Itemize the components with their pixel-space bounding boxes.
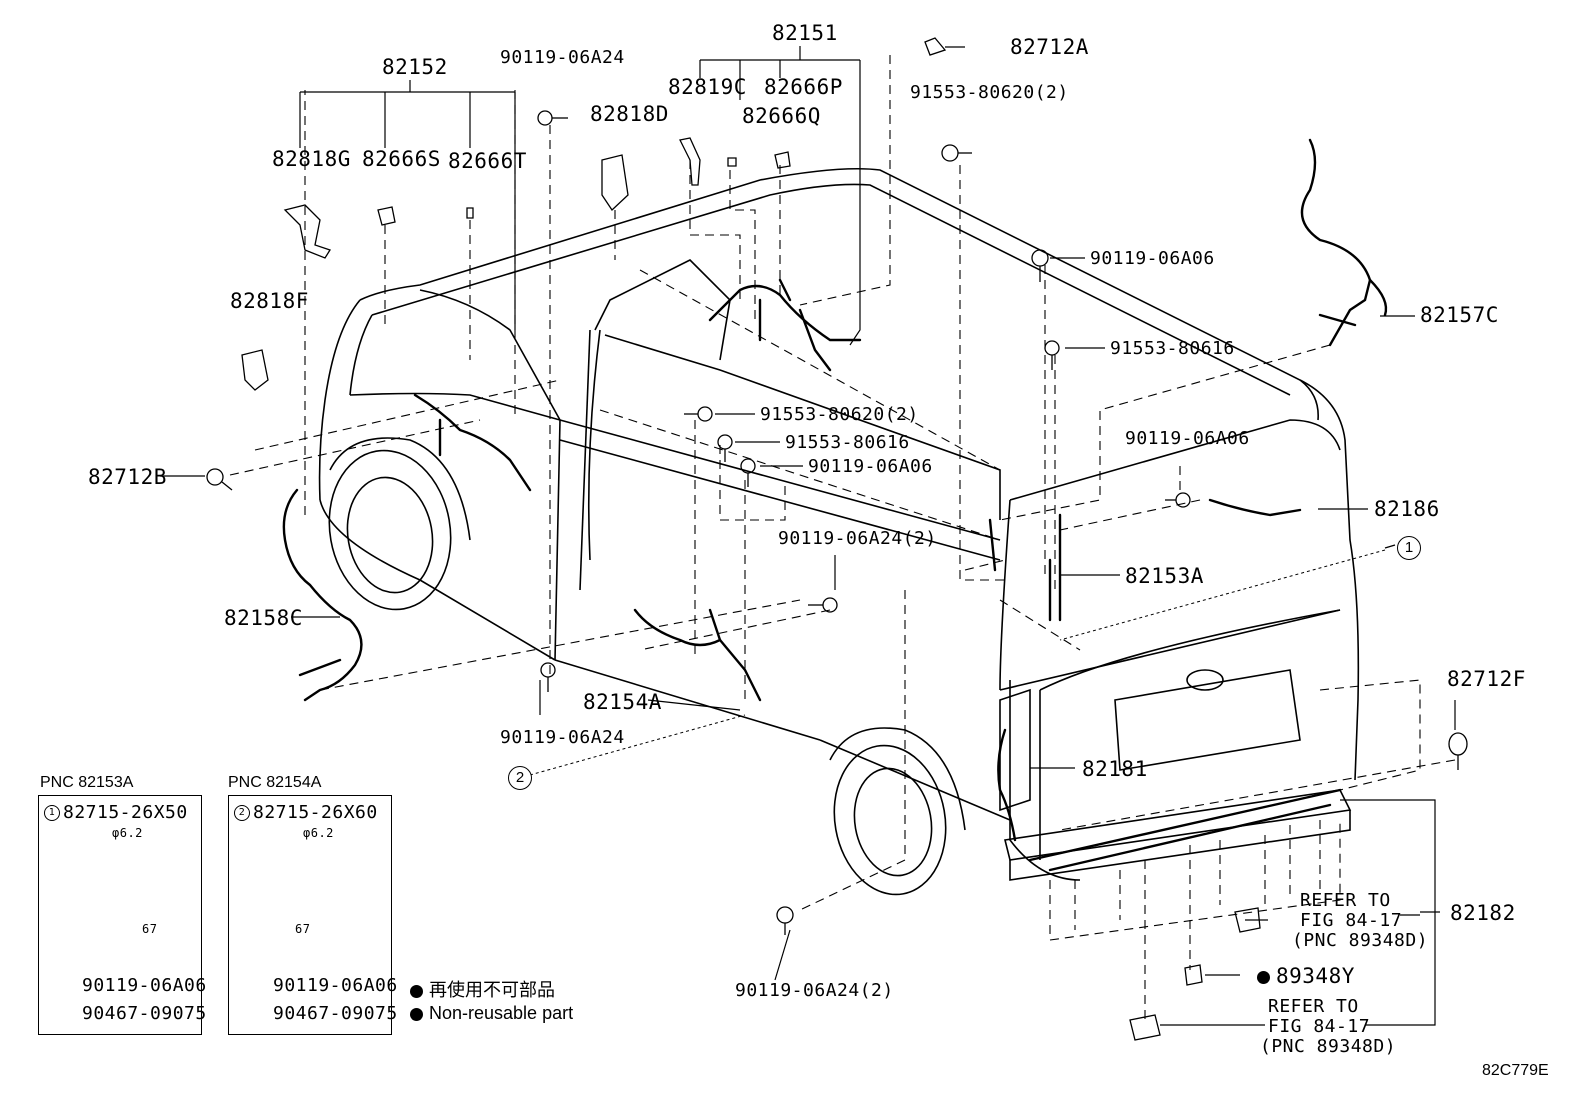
label-82666t: 82666T	[448, 149, 527, 173]
box1-bolt: 90119-06A06	[82, 975, 207, 996]
box1-dimension: 67	[142, 922, 158, 936]
refer-to-1: REFER TO	[1300, 890, 1391, 911]
label-90119-06a24-top: 90119-06A24	[500, 47, 625, 68]
label-82666p: 82666P	[764, 75, 843, 99]
inset-box-82153a	[38, 795, 202, 1035]
box1-title: PNC 82153A	[40, 774, 134, 791]
label-82154a: 82154A	[583, 690, 662, 714]
label-90119-06a06-roof: 90119-06A06	[1090, 248, 1215, 269]
box2-circle: 2	[234, 805, 250, 821]
legend-jp: 再使用不可部品	[410, 976, 555, 1002]
label-90119-06a06-mid: 90119-06A06	[808, 456, 933, 477]
label-82818f: 82818F	[230, 289, 309, 313]
label-82153a: 82153A	[1125, 564, 1204, 588]
label-91553-80616-b: 91553-80616	[785, 432, 910, 453]
legend-en-text: Non-reusable part	[429, 1003, 574, 1023]
legend-dot-icon-2	[410, 1007, 423, 1021]
label-91553-80620-top: 91553-80620(2)	[910, 82, 1069, 103]
box1-clip: 90467-09075	[82, 1003, 207, 1024]
label-90119-06a24-2-mid: 90119-06A24(2)	[778, 528, 937, 549]
legend-dot-icon	[410, 984, 423, 998]
label-82186: 82186	[1374, 497, 1440, 521]
box2-dimension: 67	[295, 922, 311, 936]
label-82157c: 82157C	[1420, 303, 1499, 327]
box2-title: PNC 82154A	[228, 774, 322, 791]
box2-clip: 90467-09075	[273, 1003, 398, 1024]
callout-circle-1: 1	[1397, 536, 1421, 560]
label-82158c: 82158C	[224, 606, 303, 630]
callout-circle-2: 2	[508, 766, 532, 790]
van-body	[318, 167, 1360, 896]
label-82151: 82151	[772, 21, 838, 45]
label-82712b: 82712B	[88, 465, 167, 489]
refer-to-2: REFER TO	[1268, 996, 1359, 1017]
box1-part-number: 82715-26X50	[63, 802, 188, 823]
label-82819c: 82819C	[668, 75, 747, 99]
label-90119-06a06-rear: 90119-06A06	[1125, 428, 1250, 449]
label-91553-80620-mid: 91553-80620(2)	[760, 404, 919, 425]
label-82152: 82152	[382, 55, 448, 79]
box2-bolt: 90119-06A06	[273, 975, 398, 996]
legend-en: Non-reusable part	[410, 1003, 573, 1024]
label-91553-80616-a: 91553-80616	[1110, 338, 1235, 359]
label-82818d: 82818D	[590, 102, 669, 126]
label-82666s: 82666S	[362, 147, 441, 171]
label-82666q: 82666Q	[742, 104, 821, 128]
label-82712a: 82712A	[1010, 35, 1089, 59]
label-90119-06a24-low: 90119-06A24	[500, 727, 625, 748]
small-parts	[206, 37, 1468, 1041]
inset-box-82154a	[228, 795, 392, 1035]
box1-diameter: φ6.2	[112, 826, 143, 840]
pnc-ref-1: (PNC 89348D)	[1292, 930, 1429, 951]
non-reusable-dot-icon	[1257, 970, 1270, 984]
box2-part-number: 82715-26X60	[253, 802, 378, 823]
fig-ref-1: FIG 84-17	[1300, 910, 1403, 931]
label-89348y-text: 89348Y	[1276, 964, 1355, 988]
label-82182: 82182	[1450, 901, 1516, 925]
callout-brackets	[160, 46, 1456, 1026]
label-82818g: 82818G	[272, 147, 351, 171]
dashed-leaders	[229, 55, 1456, 1025]
fig-ref-2: FIG 84-17	[1268, 1016, 1371, 1037]
box1-circle: 1	[44, 805, 60, 821]
label-90119-06a24-2-low: 90119-06A24(2)	[735, 980, 894, 1001]
label-82712f: 82712F	[1447, 667, 1526, 691]
pnc-ref-2: (PNC 89348D)	[1260, 1036, 1397, 1057]
label-82181: 82181	[1082, 757, 1148, 781]
label-89348y: 89348Y	[1257, 965, 1355, 987]
wire-harnesses	[282, 138, 1388, 872]
legend-jp-text: 再使用不可部品	[429, 980, 555, 1000]
figure-code: 82C779E	[1482, 1062, 1549, 1079]
box2-diameter: φ6.2	[303, 826, 334, 840]
